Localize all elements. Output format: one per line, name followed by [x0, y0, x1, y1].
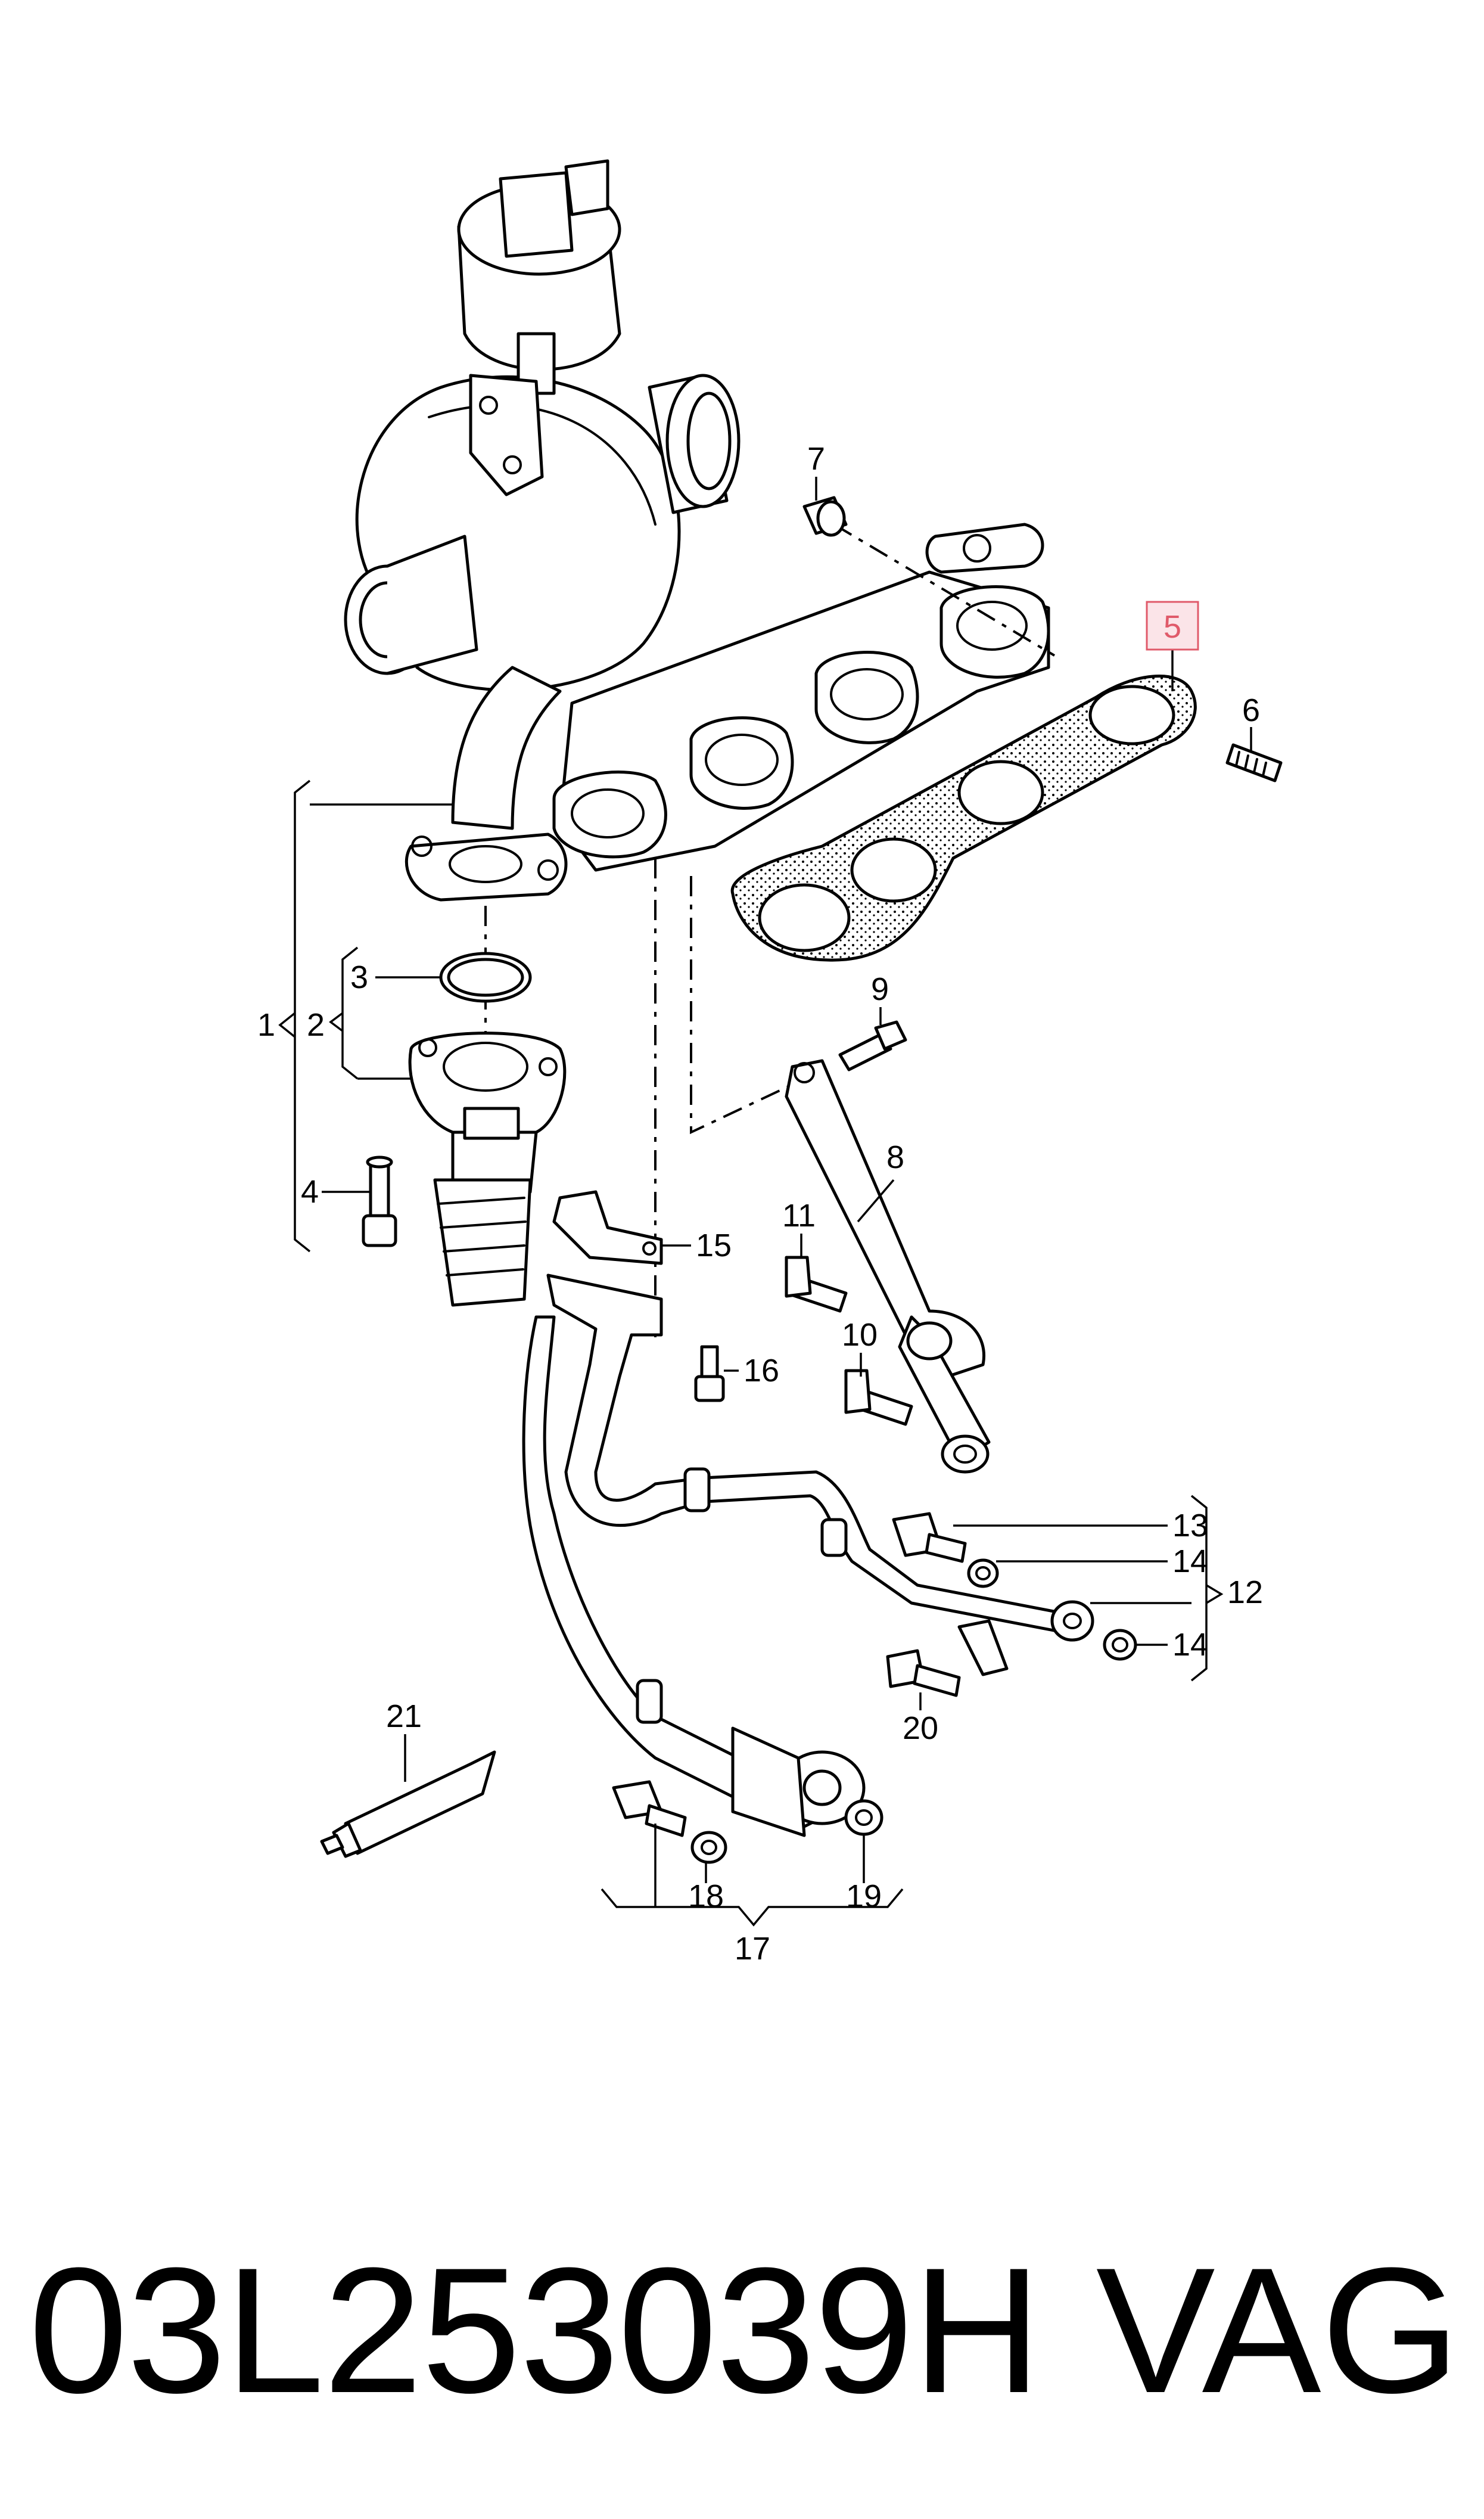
callout-21: 21	[386, 1698, 422, 1734]
footer: 03L253039H VAG	[0, 2205, 1484, 2455]
manifold-gasket	[730, 675, 1197, 962]
seal-ring	[844, 1799, 883, 1836]
callout-20: 20	[903, 1710, 938, 1746]
seal-ring	[690, 1831, 727, 1864]
brand-name: VAG	[1096, 2230, 1460, 2430]
cap-bolt	[694, 1345, 725, 1402]
callout-7: 7	[807, 441, 825, 477]
callout-5-highlight	[1146, 601, 1199, 651]
connecting-piece	[408, 1032, 567, 1307]
oil-return-line	[522, 1274, 1074, 1837]
sleeve	[802, 496, 848, 537]
callout-2: 2	[307, 1007, 325, 1043]
callout-18: 18	[688, 1878, 724, 1914]
callout-16: 16	[743, 1353, 779, 1389]
callout-14-bottom: 14	[1172, 1627, 1208, 1663]
callout-17: 17	[735, 1931, 770, 1967]
alignment-line	[833, 523, 1056, 657]
hex-bolt	[838, 1020, 907, 1071]
stud-bolt	[1225, 743, 1283, 782]
turbocharger	[344, 159, 741, 902]
callout-10: 10	[842, 1317, 878, 1353]
banjo-bolt	[892, 1512, 967, 1563]
callout-9: 9	[871, 971, 889, 1007]
cap-bolt	[362, 1156, 397, 1247]
hex-bolt	[844, 1369, 913, 1426]
callout-12: 12	[1227, 1574, 1263, 1610]
alignment-line	[690, 876, 793, 1135]
callout-14-top: 14	[1172, 1543, 1208, 1579]
holding-plate	[552, 1190, 663, 1265]
callout-1: 1	[257, 1007, 275, 1043]
o-ring-inner	[447, 958, 524, 997]
callout-15: 15	[696, 1228, 732, 1263]
support-bracket	[785, 1059, 991, 1474]
callout-labels: 1 2 3 4 5 6 7 8 9 10 11 12 13 14 14 15 1…	[257, 441, 1263, 1967]
callout-3: 3	[350, 959, 368, 995]
leader-lines	[278, 477, 1252, 1927]
callout-11: 11	[782, 1198, 816, 1234]
part-number: 03L253039H	[29, 2230, 1041, 2430]
hex-bolt	[886, 1649, 961, 1697]
callout-13: 13	[1172, 1508, 1208, 1543]
exploded-parts-diagram: 1 2 3 4 5 6 7 8 9 10 11 12 13 14 14 15 1…	[257, 159, 1283, 1967]
callout-5: 5	[1163, 609, 1181, 645]
callout-6: 6	[1242, 692, 1260, 728]
exhaust-manifold	[552, 523, 1050, 872]
seal-ring	[967, 1558, 999, 1588]
callout-4: 4	[301, 1174, 319, 1210]
hex-bolt	[785, 1256, 848, 1313]
callout-19: 19	[846, 1878, 882, 1914]
sealant-tube	[320, 1750, 496, 1858]
banjo-fitting	[957, 1600, 1094, 1676]
seal-ring	[1103, 1629, 1137, 1661]
banjo-bolt	[612, 1780, 687, 1837]
callout-8: 8	[886, 1139, 904, 1175]
